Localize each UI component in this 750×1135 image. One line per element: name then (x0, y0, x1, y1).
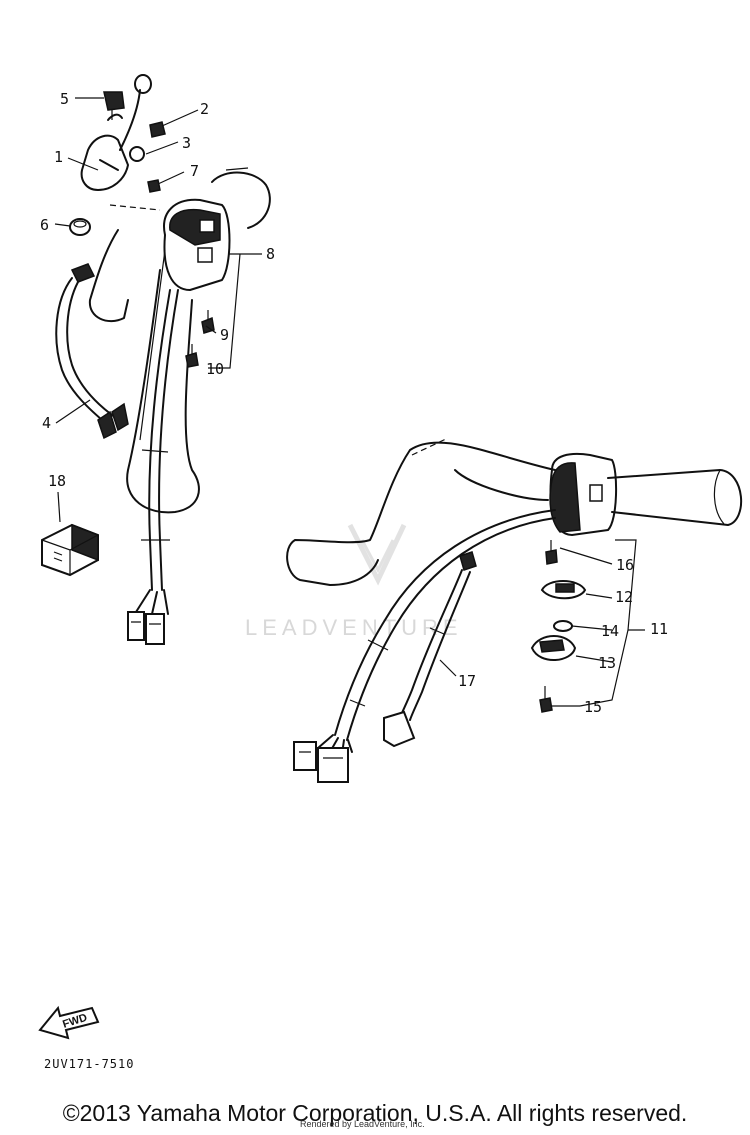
left-handlebar (88, 167, 271, 514)
callout-18: 18 (48, 472, 66, 490)
left-switch-harness (127, 289, 179, 645)
right-switch-harness (293, 509, 556, 783)
relay-18 (41, 523, 99, 577)
screw-2 (149, 121, 166, 138)
clutch-switch-lead (55, 263, 129, 440)
watermark: LEADVENTURE (245, 523, 463, 640)
grommet-6 (69, 218, 91, 236)
nut-3 (129, 146, 145, 162)
callout-7: 7 (190, 162, 199, 180)
callout-11: 11 (650, 620, 668, 638)
callout-2: 2 (200, 100, 209, 118)
clutch-lever-bracket (80, 113, 129, 191)
lead-wire-17 (383, 551, 477, 748)
callout-14: 14 (601, 622, 619, 640)
clutch-lever (119, 74, 152, 151)
washer-14 (553, 620, 573, 632)
switch-half-12 (540, 580, 587, 600)
callout-10: 10 (206, 360, 224, 378)
callout-15: 15 (584, 698, 602, 716)
callout-16: 16 (616, 556, 634, 574)
callout-9: 9 (220, 326, 229, 344)
copyright-notice: ©2013 Yamaha Motor Corporation, U.S.A. A… (62, 1100, 688, 1126)
callout-6: 6 (40, 216, 49, 234)
rendered-by-credit: Rendered by LeadVenture, Inc. (300, 1119, 425, 1129)
callouts: 5 2 3 1 7 6 8 9 10 4 18 16 12 14 11 13 1… (40, 90, 668, 716)
pivot-bolt (103, 91, 125, 120)
screw-16 (545, 540, 558, 565)
callout-5: 5 (60, 90, 69, 108)
screw-10 (185, 344, 199, 368)
callout-13: 13 (598, 654, 616, 672)
drawing-code: 2UV171-7510 (44, 1057, 135, 1071)
screw-7 (147, 179, 161, 193)
leader-lines (54, 97, 645, 707)
watermark-text: LEADVENTURE (245, 615, 463, 640)
screw-9 (201, 310, 215, 334)
callout-4: 4 (42, 414, 51, 432)
right-handlebar-switch (549, 452, 618, 536)
callout-1: 1 (54, 148, 63, 166)
callout-3: 3 (182, 134, 191, 152)
screw-15 (539, 686, 553, 713)
forward-arrow: FWD (38, 1005, 100, 1040)
callout-17: 17 (458, 672, 476, 690)
left-handlebar-switch (163, 198, 231, 291)
callout-12: 12 (615, 588, 633, 606)
callout-8: 8 (266, 245, 275, 263)
switch-half-13 (530, 635, 577, 662)
right-handlebar (286, 437, 743, 586)
